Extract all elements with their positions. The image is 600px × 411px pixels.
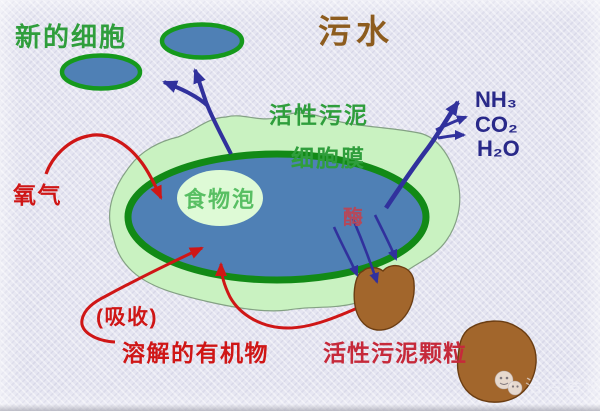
particle-to-cell-arrow xyxy=(215,262,363,330)
enzyme-arrow-3 xyxy=(373,214,398,261)
exhaust-arrow-co2 xyxy=(435,115,468,132)
sludge-particles-label: 活性污泥颗粒 xyxy=(323,340,467,366)
water-label: H₂O xyxy=(477,136,520,161)
enzyme-arrow-1 xyxy=(332,226,359,277)
new-cell-left xyxy=(59,53,143,91)
activated-sludge-label: 活性污泥 xyxy=(269,102,369,128)
oxygen-label: 氧气 xyxy=(12,182,62,208)
exhaust-arrow-nh3 xyxy=(384,100,460,210)
wechat-icon xyxy=(494,370,523,396)
food-vacuole-label: 食物泡 xyxy=(184,187,256,212)
oxygen-arrow xyxy=(44,133,163,200)
absorption-label: (吸收) xyxy=(96,305,158,329)
watermark-text: 治污者说 xyxy=(525,377,600,396)
enzyme-label: 酶 xyxy=(343,205,363,229)
new-cell-arrow-left xyxy=(162,80,210,108)
exhaust-arrow-h2o xyxy=(437,130,466,141)
ammonia-label: NH₃ xyxy=(475,87,517,112)
sludge-particle-attached xyxy=(353,264,415,331)
dissolved-organic-label: 溶解的有机物 xyxy=(122,340,269,366)
new-cells-label: 新的细胞 xyxy=(15,22,127,52)
enzyme-arrow-2 xyxy=(351,218,379,284)
absorption-arrow xyxy=(80,246,204,344)
food-vacuole xyxy=(177,170,263,226)
bottom-edge-shadow xyxy=(0,404,600,411)
cell-membrane-label: 细胞膜 xyxy=(291,145,366,171)
new-cell-right xyxy=(159,22,245,60)
carbon-dioxide-label: CO₂ xyxy=(475,112,518,137)
sewage-label: 污水 xyxy=(318,13,394,50)
